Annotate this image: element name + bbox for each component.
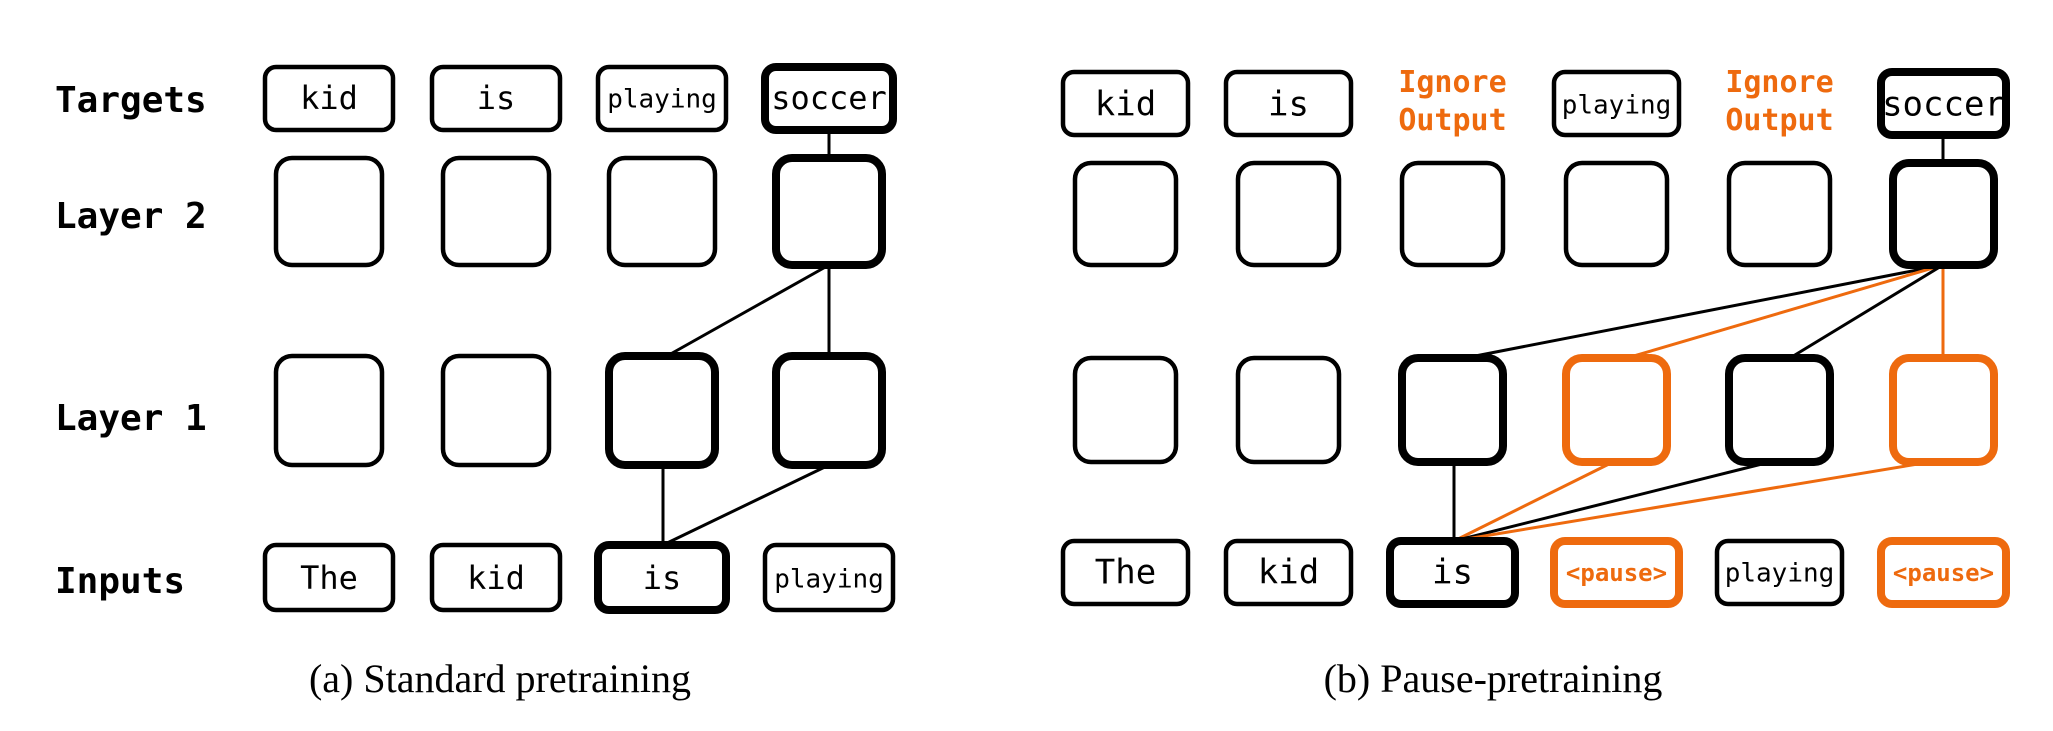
- target-token-label: is: [477, 79, 516, 117]
- layer1-node: [1725, 354, 1834, 466]
- layer2-node: [1399, 160, 1506, 268]
- boxes: [262, 63, 2010, 614]
- target-token-label: soccer: [771, 79, 887, 117]
- edge: [666, 263, 830, 358]
- target-token-box: [595, 64, 729, 133]
- row-label-layer1: Layer 1: [55, 398, 207, 439]
- edge: [1626, 263, 1944, 360]
- edge: [662, 463, 830, 547]
- input-token-box: [1386, 537, 1519, 608]
- layer2-node: [1889, 159, 1998, 269]
- input-token-label: playing: [774, 565, 884, 595]
- connection-lines: [661, 130, 1945, 547]
- layer2-node: [1072, 160, 1179, 268]
- target-token-box: [1223, 69, 1354, 138]
- target-token-box: [429, 64, 563, 133]
- input-token-label: kid: [467, 559, 525, 597]
- target-token-label: kid: [300, 79, 358, 117]
- input-token-box: [262, 542, 396, 613]
- pause-token-label: <pause>: [1566, 559, 1667, 587]
- target-token-box: [1877, 68, 2010, 139]
- input-token-label: The: [300, 559, 358, 597]
- layer2-node: [440, 155, 552, 268]
- layer2-node: [772, 154, 886, 269]
- input-token-box: [1714, 538, 1845, 607]
- target-token-box: [1060, 69, 1191, 138]
- input-token-box: [594, 541, 730, 614]
- input-token-label: kid: [1258, 553, 1319, 593]
- target-token-label: soccer: [1882, 85, 2005, 125]
- layer1-node: [1235, 355, 1342, 465]
- layer1-node: [1889, 354, 1998, 466]
- pause-token-label: <pause>: [1893, 559, 1994, 587]
- target-token-box: [1551, 69, 1682, 138]
- input-token-label: playing: [1725, 559, 1835, 589]
- edge: [1453, 460, 1771, 543]
- layer2-node: [606, 155, 718, 268]
- input-token-box: [429, 542, 563, 613]
- layer1-node: [273, 353, 385, 468]
- pause-token-box: [1877, 537, 2010, 608]
- layer1-node: [1072, 355, 1179, 465]
- target-token-label: is: [1268, 85, 1309, 125]
- layer1-node: [772, 352, 886, 469]
- row-label-layer2: Layer 2: [55, 196, 207, 237]
- caption-b: (b) Pause-pretraining: [1324, 656, 1663, 701]
- layer1-node: [1398, 354, 1507, 466]
- edge: [1453, 460, 1614, 543]
- target-token-box: [761, 63, 897, 134]
- target-token-label: kid: [1095, 85, 1156, 125]
- input-token-box: [762, 542, 896, 613]
- layer1-node: [605, 352, 719, 469]
- input-token-label: The: [1095, 553, 1156, 593]
- target-token-label: playing: [1562, 91, 1672, 121]
- input-token-box: [1223, 538, 1354, 607]
- target-token-box: [262, 64, 396, 133]
- layer1-node: [440, 353, 552, 468]
- row-label-inputs: Inputs: [55, 561, 185, 602]
- layer2-node: [1235, 160, 1342, 268]
- edge: [1453, 460, 1931, 543]
- edge: [1464, 263, 1944, 360]
- layer2-node: [1726, 160, 1833, 268]
- input-token-label: is: [1432, 553, 1473, 593]
- pause-token-box: [1550, 537, 1683, 608]
- edge: [1789, 263, 1944, 360]
- input-token-box: [1060, 538, 1191, 607]
- caption-a: (a) Standard pretraining: [309, 656, 691, 701]
- input-token-label: is: [643, 559, 682, 597]
- row-label-targets: Targets: [55, 80, 207, 121]
- layer2-node: [273, 155, 385, 268]
- layer2-node: [1563, 160, 1670, 268]
- target-token-label: playing: [607, 85, 717, 115]
- layer1-node: [1562, 354, 1671, 466]
